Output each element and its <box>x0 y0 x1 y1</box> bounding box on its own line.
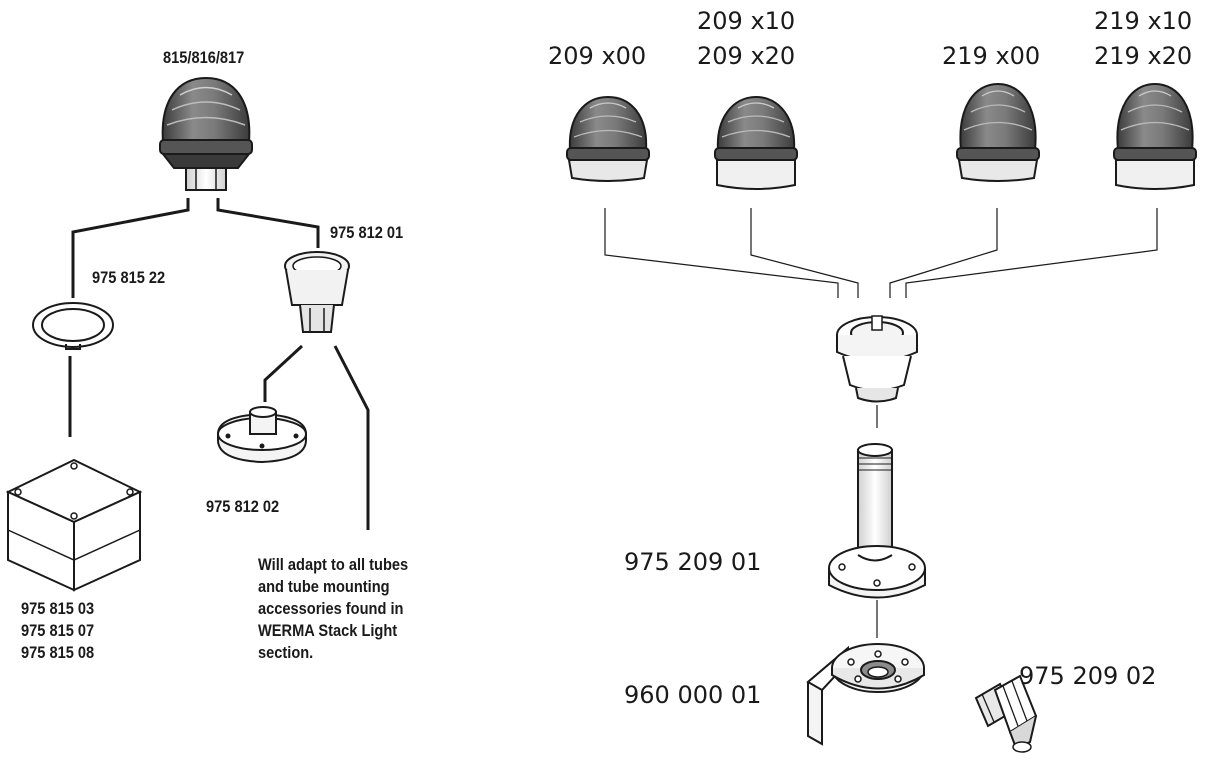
tube-base-label: 975 812 02 <box>206 497 280 516</box>
compatibility-note: Will adapt to all tubes and tube mountin… <box>258 554 408 664</box>
dome-219x00-label: 219 x00 <box>942 42 1041 70</box>
note-line: WERMA Stack Light <box>258 621 398 640</box>
junction-box-label: 975 815 03 975 815 07 975 815 08 <box>21 598 94 664</box>
dome-209x00-icon <box>566 95 650 182</box>
cable-gland-icon <box>974 674 1038 753</box>
note-line: section. <box>258 643 314 662</box>
beacon-label: 815/816/817 <box>163 48 245 67</box>
socket-adapter-icon <box>836 315 918 403</box>
left-connector-lines <box>68 198 370 530</box>
gland-label: 975 209 02 <box>1019 662 1157 690</box>
adapter-icon <box>284 251 350 333</box>
dome-209x10-icon <box>714 95 798 190</box>
dome-219x10-label: 219 x10 <box>1094 7 1193 35</box>
right-connector-lines <box>604 208 1158 638</box>
junction-box-icon <box>5 458 143 592</box>
beacon-815-icon <box>159 76 253 191</box>
dome-209x20-label: 209 x20 <box>697 42 796 70</box>
note-line: and tube mounting <box>258 577 390 596</box>
gasket-label: 975 815 22 <box>92 268 166 287</box>
dome-209x00-label: 209 x00 <box>548 42 647 70</box>
tube-base-icon <box>217 406 307 464</box>
dome-219x00-icon <box>956 82 1040 182</box>
junction-box-part-number: 975 815 08 <box>21 643 95 662</box>
dome-219x20-label: 219 x20 <box>1094 42 1193 70</box>
note-line: accessories found in <box>258 599 404 618</box>
tube-mount-icon <box>828 443 926 599</box>
dome-209x10-label: 209 x10 <box>697 7 796 35</box>
junction-box-part-number: 975 815 03 <box>21 599 95 618</box>
mounting-bracket-icon <box>806 643 925 746</box>
bracket-label: 960 000 01 <box>624 681 762 709</box>
note-line: Will adapt to all tubes <box>258 555 409 574</box>
dome-219x10-icon <box>1113 82 1197 190</box>
junction-box-part-number: 975 815 07 <box>21 621 95 640</box>
tube-label: 975 209 01 <box>624 548 762 576</box>
gasket-ring-icon <box>32 302 114 350</box>
adapter-label: 975 812 01 <box>330 223 404 242</box>
